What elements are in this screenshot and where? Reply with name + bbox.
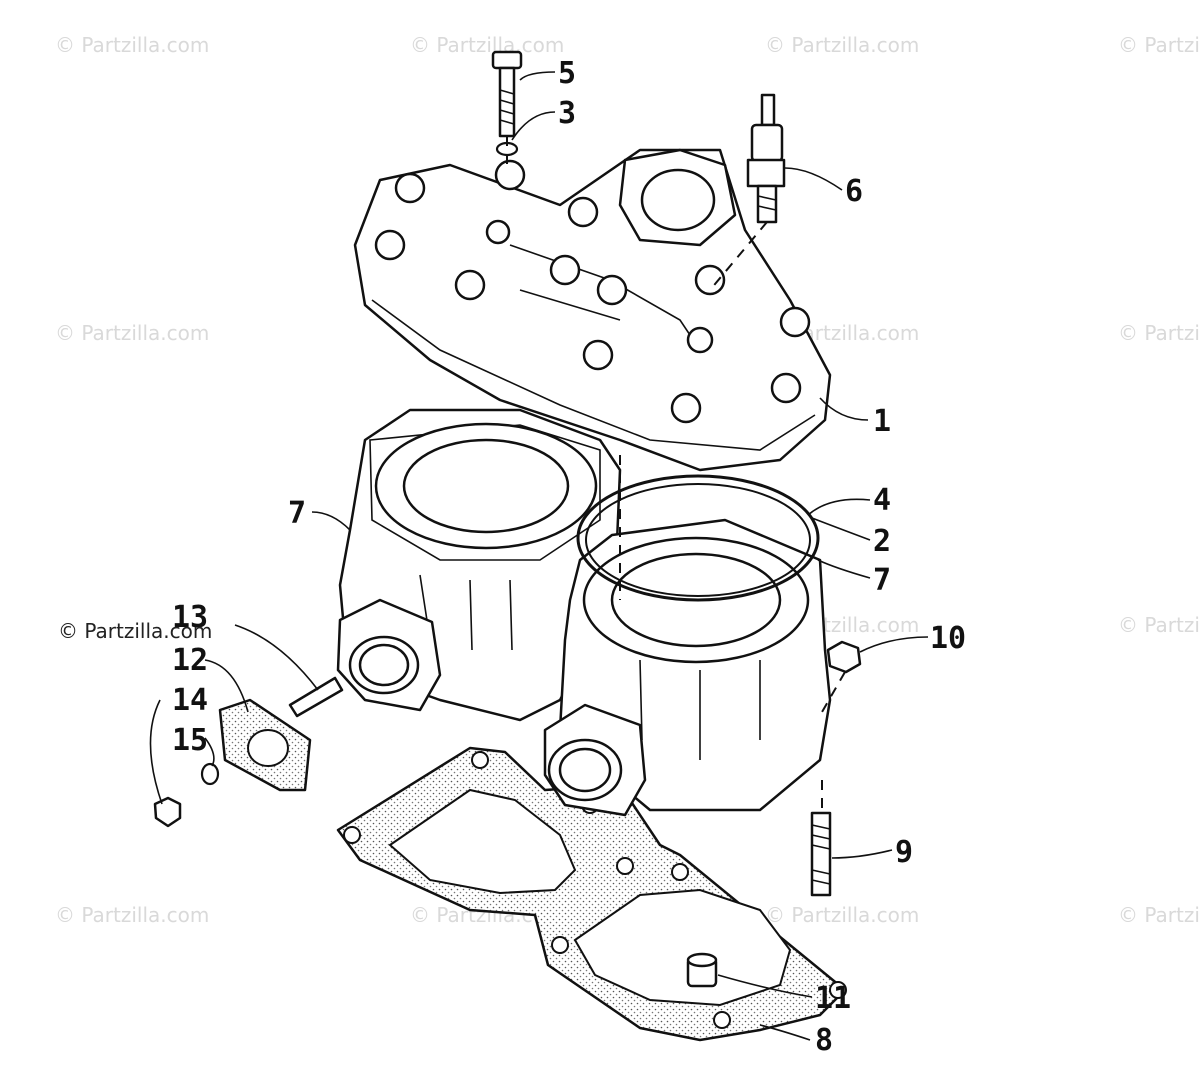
- watermark: © Partzilla.com: [55, 321, 209, 345]
- cylinder-head-part-1: [353, 148, 832, 472]
- exhaust-stud-part-13: [288, 676, 344, 718]
- head-o-rings-parts-2-4: [576, 474, 820, 602]
- callout-15: 15: [172, 723, 208, 758]
- base-gasket-part-8: [336, 746, 847, 1042]
- callout-9: 9: [895, 835, 913, 870]
- callout-7-front: 7: [873, 563, 891, 598]
- watermark: © Partzilla.com: [765, 33, 919, 57]
- callout-6: 6: [845, 174, 863, 209]
- callout-2: 2: [873, 524, 891, 559]
- callout-8: 8: [815, 1023, 833, 1058]
- callout-3: 3: [558, 96, 576, 131]
- flange-nut-part-10: [826, 640, 862, 674]
- callout-4: 4: [873, 483, 891, 518]
- callout-7-rear: 7: [288, 496, 306, 531]
- exhaust-gasket-part-12: [218, 698, 312, 792]
- callout-5: 5: [558, 56, 576, 91]
- watermark: © Partzilla.com: [1118, 33, 1200, 57]
- watermark: © Partzilla.com: [410, 33, 564, 57]
- callout-1: 1: [873, 404, 891, 439]
- watermark: © Partzilla.com: [55, 903, 209, 927]
- lock-washer-part-15: [200, 762, 220, 786]
- callouts: 5 3 6 1 4 2 7 7 10 9 11 8 13 12 14 15: [172, 56, 966, 1058]
- dowel-pin-part-11: [686, 952, 718, 988]
- watermark: © Partzilla.com: [1118, 903, 1200, 927]
- callout-13: 13: [172, 600, 208, 635]
- stud-part-9: [810, 811, 832, 897]
- spark-plug-part-6: [746, 93, 786, 224]
- cylinder-rear-part-7: [336, 408, 622, 722]
- leader-lines: [149, 71, 929, 1041]
- head-bolt-part-5: [491, 50, 523, 138]
- callout-10: 10: [930, 621, 966, 656]
- assembly-lines: [506, 136, 846, 813]
- watermark: © Partzilla.com: [55, 33, 209, 57]
- callout-12: 12: [172, 643, 208, 678]
- callout-14: 14: [172, 683, 208, 718]
- watermark: © Partzilla.com: [765, 903, 919, 927]
- callout-11: 11: [815, 981, 851, 1016]
- exhaust-nut-part-14: [153, 796, 182, 828]
- watermark: © Partzilla.com: [1118, 321, 1200, 345]
- watermark-overlay: © Partzilla.com: [58, 619, 212, 643]
- watermark: © Partzilla.com: [1118, 613, 1200, 637]
